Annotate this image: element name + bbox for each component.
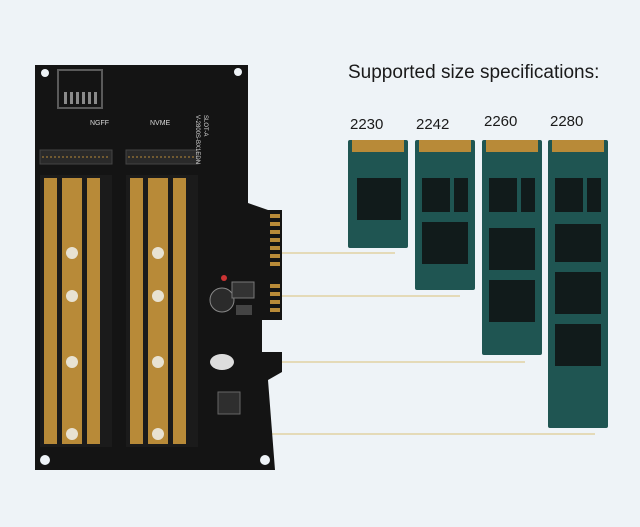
size-label-2242: 2242 (416, 116, 450, 133)
mount-hole (260, 455, 270, 465)
ssd-2230 (348, 140, 408, 248)
ssd-2280 (548, 140, 608, 428)
pcie-fingers (270, 214, 280, 312)
slot-right-label: NVME (150, 120, 171, 127)
board-side-text: SLOT-A (202, 115, 208, 136)
pcb-board: NGFF NVME SLOT-A V-2800S-BX1EDN (35, 65, 282, 470)
slot-left-label: NGFF (90, 120, 109, 127)
size-label-2280: 2280 (550, 113, 584, 130)
size-label-2260: 2260 (484, 113, 518, 130)
ssd-2260 (482, 140, 542, 355)
guide-lines (255, 252, 595, 435)
chip (231, 281, 255, 299)
resistor (236, 305, 252, 315)
mount-hole (234, 68, 242, 76)
ssd-2242 (415, 140, 475, 290)
gold-rails (44, 178, 186, 444)
capacitor (209, 287, 235, 313)
led (221, 275, 227, 281)
mount-hole (40, 455, 50, 465)
mount-hole (41, 69, 49, 77)
controller-chip (217, 391, 241, 415)
sata-connector (57, 69, 103, 109)
oscillator (210, 354, 234, 370)
size-label-2230: 2230 (350, 116, 384, 133)
board-side-text-2: V-2800S-BX1EDN (194, 115, 200, 164)
page-title: Supported size specifications: (348, 62, 600, 83)
